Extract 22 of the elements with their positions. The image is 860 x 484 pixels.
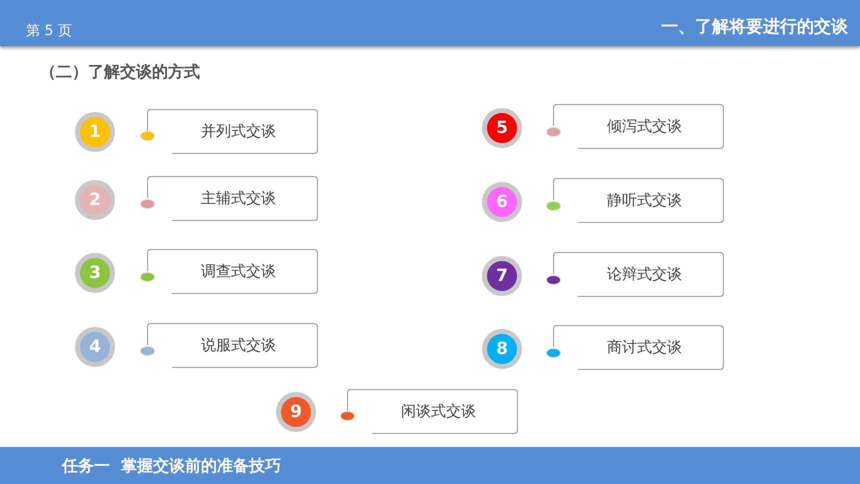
item-box: 闲谈式交谈 (347, 389, 518, 434)
header-title: 一、了解将要进行的交谈 (661, 16, 848, 38)
item-box: 主辅式交谈 (147, 176, 318, 221)
number-badge: 5 (482, 108, 522, 148)
item-box: 论辩式交谈 (553, 252, 724, 297)
item-box: 商讨式交谈 (553, 325, 724, 370)
number-badge: 1 (75, 112, 115, 152)
item-box: 并列式交谈 (147, 109, 318, 154)
number-badge: 3 (75, 253, 115, 293)
footer-title: 任务一 掌握交谈前的准备技巧 (62, 456, 282, 477)
item-box: 静听式交谈 (553, 178, 724, 223)
item-box: 说服式交谈 (147, 323, 318, 368)
number-badge: 2 (75, 180, 115, 220)
section-heading: （二）了解交谈的方式 (40, 62, 200, 83)
item-box: 倾泻式交谈 (553, 104, 724, 149)
number-badge: 8 (482, 329, 522, 369)
number-badge: 9 (276, 392, 316, 432)
number-badge: 4 (75, 327, 115, 367)
number-badge: 6 (482, 182, 522, 222)
item-box: 调查式交谈 (147, 249, 318, 294)
number-badge: 7 (482, 256, 522, 296)
page-number: 第 5 页 (26, 22, 72, 40)
